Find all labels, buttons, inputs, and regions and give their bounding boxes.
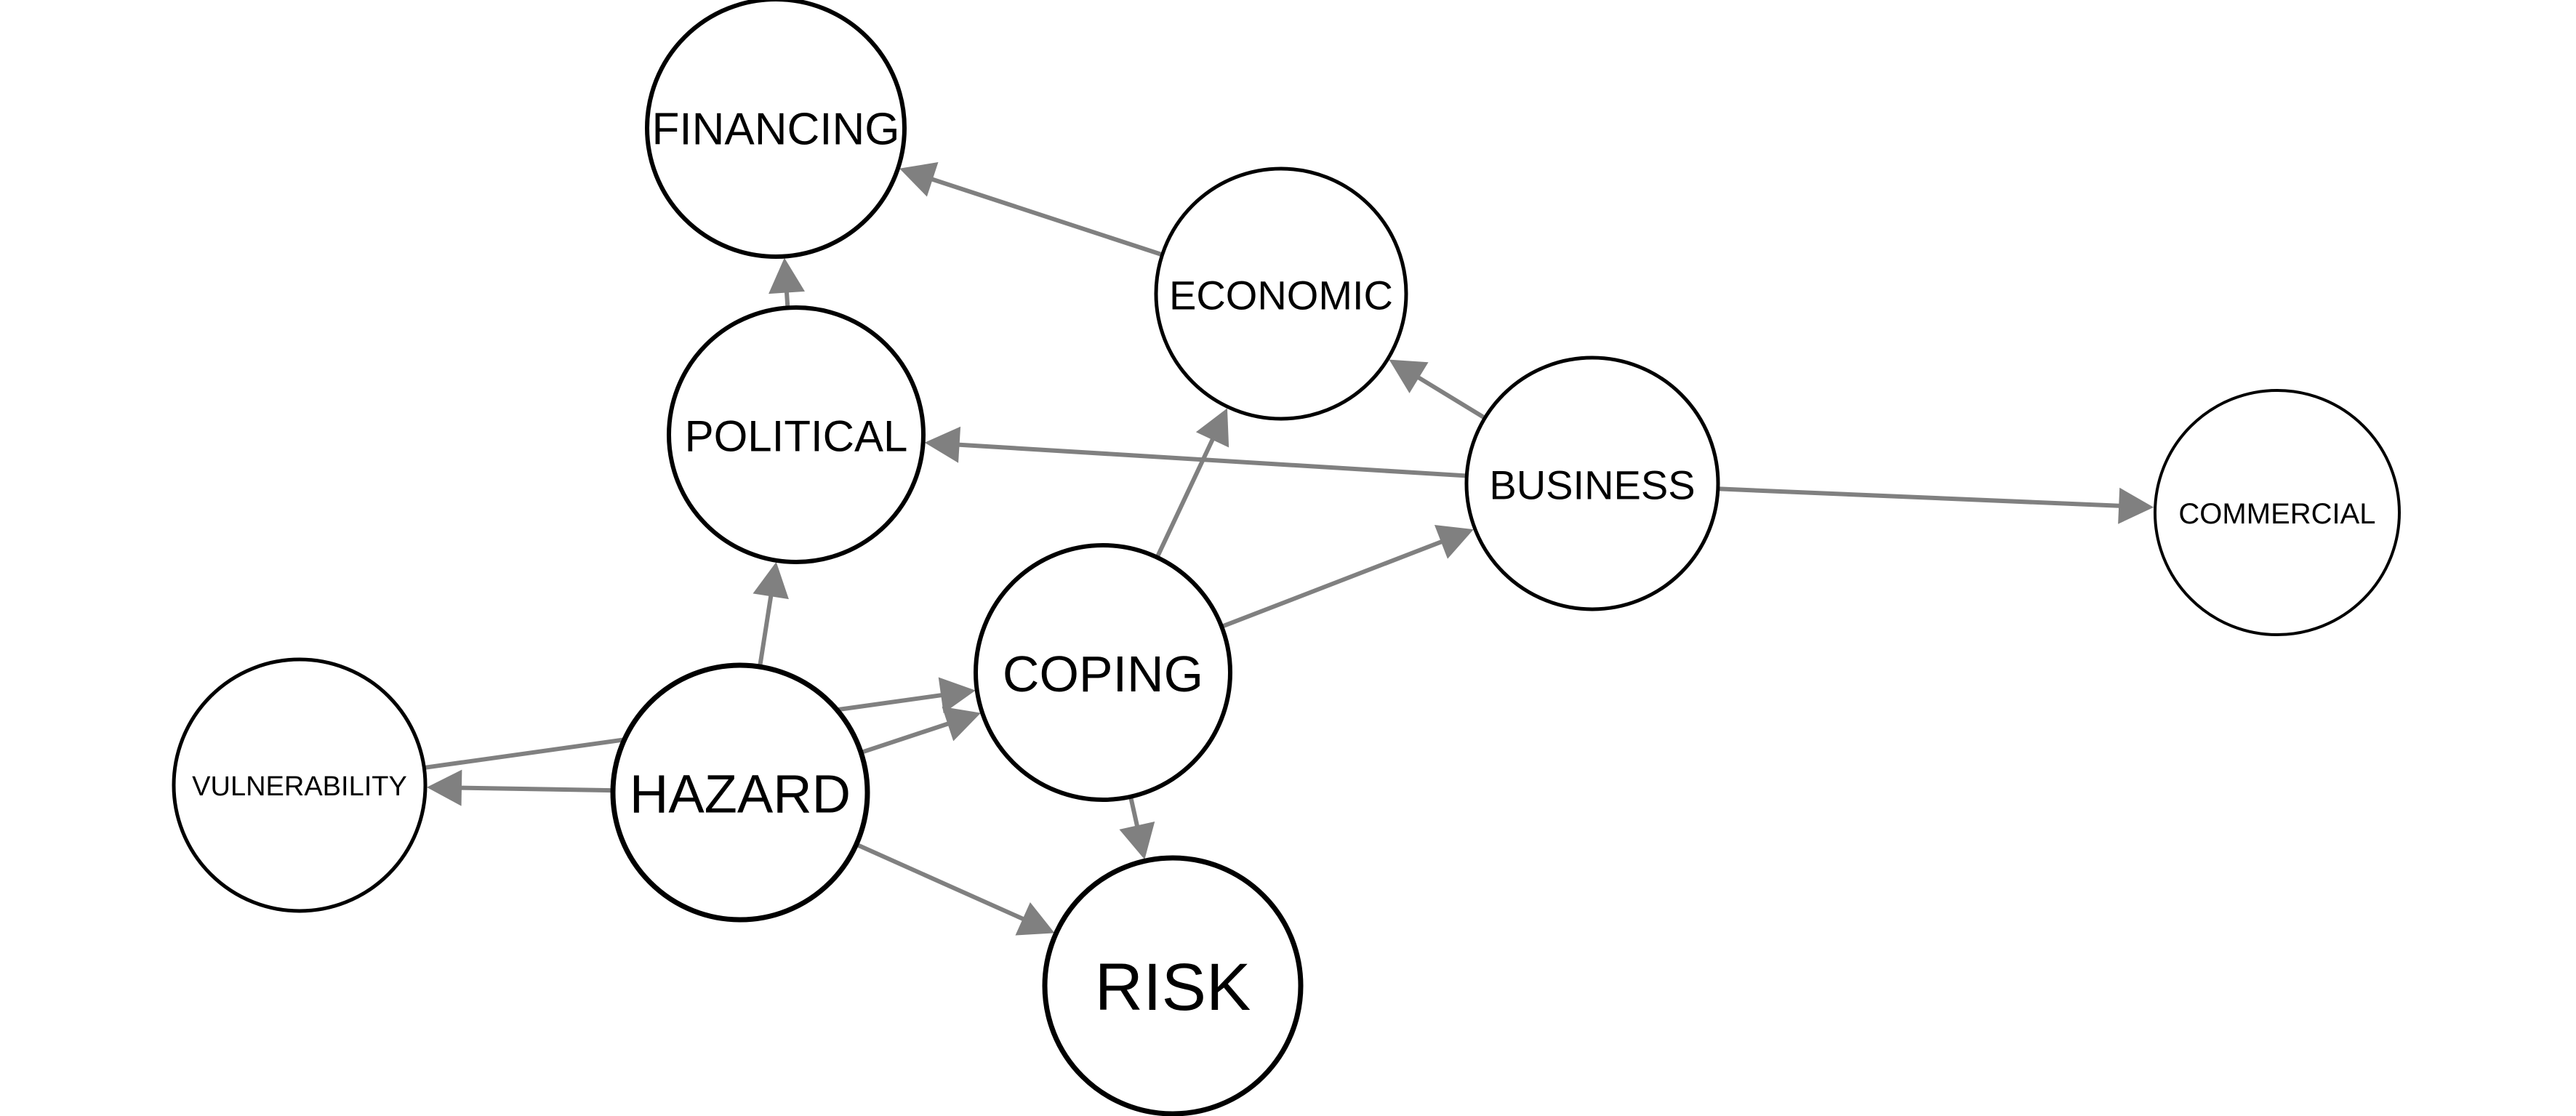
- edge-business-political: [924, 426, 1466, 478]
- node-political[interactable]: POLITICAL: [667, 305, 926, 564]
- node-circle-risk[interactable]: [1042, 855, 1304, 1116]
- arrowhead-hazard-coping: [942, 706, 981, 742]
- edge-business-economic: [1389, 359, 1485, 419]
- edge-line-business-economic: [1415, 374, 1485, 419]
- edge-coping-economic: [1155, 408, 1229, 558]
- node-coping[interactable]: COPING: [974, 543, 1232, 802]
- edge-hazard-risk: [856, 843, 1055, 936]
- node-circle-vulnerability[interactable]: [172, 657, 428, 913]
- node-circle-business[interactable]: [1464, 356, 1720, 611]
- edge-line-economic-financing: [928, 176, 1162, 257]
- edge-economic-financing: [899, 162, 1162, 257]
- node-circle-financing[interactable]: [645, 0, 907, 259]
- node-economic[interactable]: ECONOMIC: [1154, 166, 1408, 421]
- node-label-political: POLITICAL: [685, 412, 908, 461]
- arrowhead-business-economic: [1389, 359, 1429, 393]
- edge-line-hazard-risk: [856, 843, 1027, 923]
- arrowhead-coping-risk: [1119, 821, 1155, 860]
- edge-coping-business: [1222, 525, 1474, 629]
- edge-line-coping-risk: [1128, 798, 1140, 829]
- node-commercial[interactable]: COMMERCIAL: [2154, 389, 2401, 636]
- node-label-commercial: COMMERCIAL: [2178, 498, 2375, 530]
- arrowhead-political-financing: [769, 257, 805, 294]
- node-circle-commercial[interactable]: [2154, 389, 2401, 636]
- arrowhead-hazard-political: [753, 561, 789, 600]
- nodes-layer: FINANCING POLITICAL ECONOMIC BUSINESS COMMER…: [172, 0, 2401, 1116]
- node-circle-coping[interactable]: [974, 543, 1232, 802]
- edge-hazard-political: [753, 561, 789, 666]
- arrowhead-hazard-vulnerability: [426, 769, 462, 806]
- node-risk[interactable]: RISK: [1042, 855, 1304, 1116]
- arrowhead-coping-business: [1434, 525, 1474, 559]
- arrowhead-business-political: [924, 426, 961, 463]
- arrowhead-coping-economic: [1195, 408, 1229, 448]
- node-circle-economic[interactable]: [1154, 166, 1408, 421]
- edge-hazard-vulnerability: [426, 769, 612, 806]
- node-label-financing: FINANCING: [652, 105, 900, 155]
- node-circle-political[interactable]: [667, 305, 926, 564]
- node-label-economic: ECONOMIC: [1169, 273, 1393, 318]
- edge-line-hazard-political: [758, 593, 774, 666]
- node-label-risk: RISK: [1095, 950, 1251, 1024]
- node-label-coping: COPING: [1003, 646, 1203, 702]
- node-label-business: BUSINESS: [1489, 462, 1695, 508]
- edge-line-hazard-vulnerability: [458, 785, 612, 793]
- node-circle-hazard[interactable]: [610, 662, 870, 923]
- edge-coping-risk: [1119, 798, 1155, 860]
- arrowhead-economic-financing: [899, 162, 939, 197]
- node-hazard[interactable]: HAZARD: [610, 662, 870, 923]
- edge-line-coping-economic: [1155, 435, 1216, 558]
- edge-political-financing: [769, 257, 805, 307]
- edges-layer: [425, 162, 2154, 936]
- arrowhead-business-commercial: [2118, 487, 2154, 524]
- edge-line-coping-business: [1222, 539, 1445, 629]
- node-label-vulnerability: VULNERABILITY: [192, 771, 407, 802]
- edge-line-hazard-coping: [862, 720, 952, 755]
- arrowhead-hazard-risk: [1015, 902, 1055, 936]
- node-financing[interactable]: FINANCING: [645, 0, 907, 259]
- node-label-hazard: HAZARD: [630, 764, 851, 824]
- edge-line-business-commercial: [1719, 486, 2122, 508]
- node-business[interactable]: BUSINESS: [1464, 356, 1720, 611]
- edge-business-commercial: [1719, 486, 2154, 524]
- arrowhead-vulnerability-coping: [938, 677, 976, 714]
- node-vulnerability[interactable]: VULNERABILITY: [172, 657, 428, 913]
- edge-line-business-political: [956, 442, 1466, 478]
- edge-hazard-coping: [862, 706, 981, 755]
